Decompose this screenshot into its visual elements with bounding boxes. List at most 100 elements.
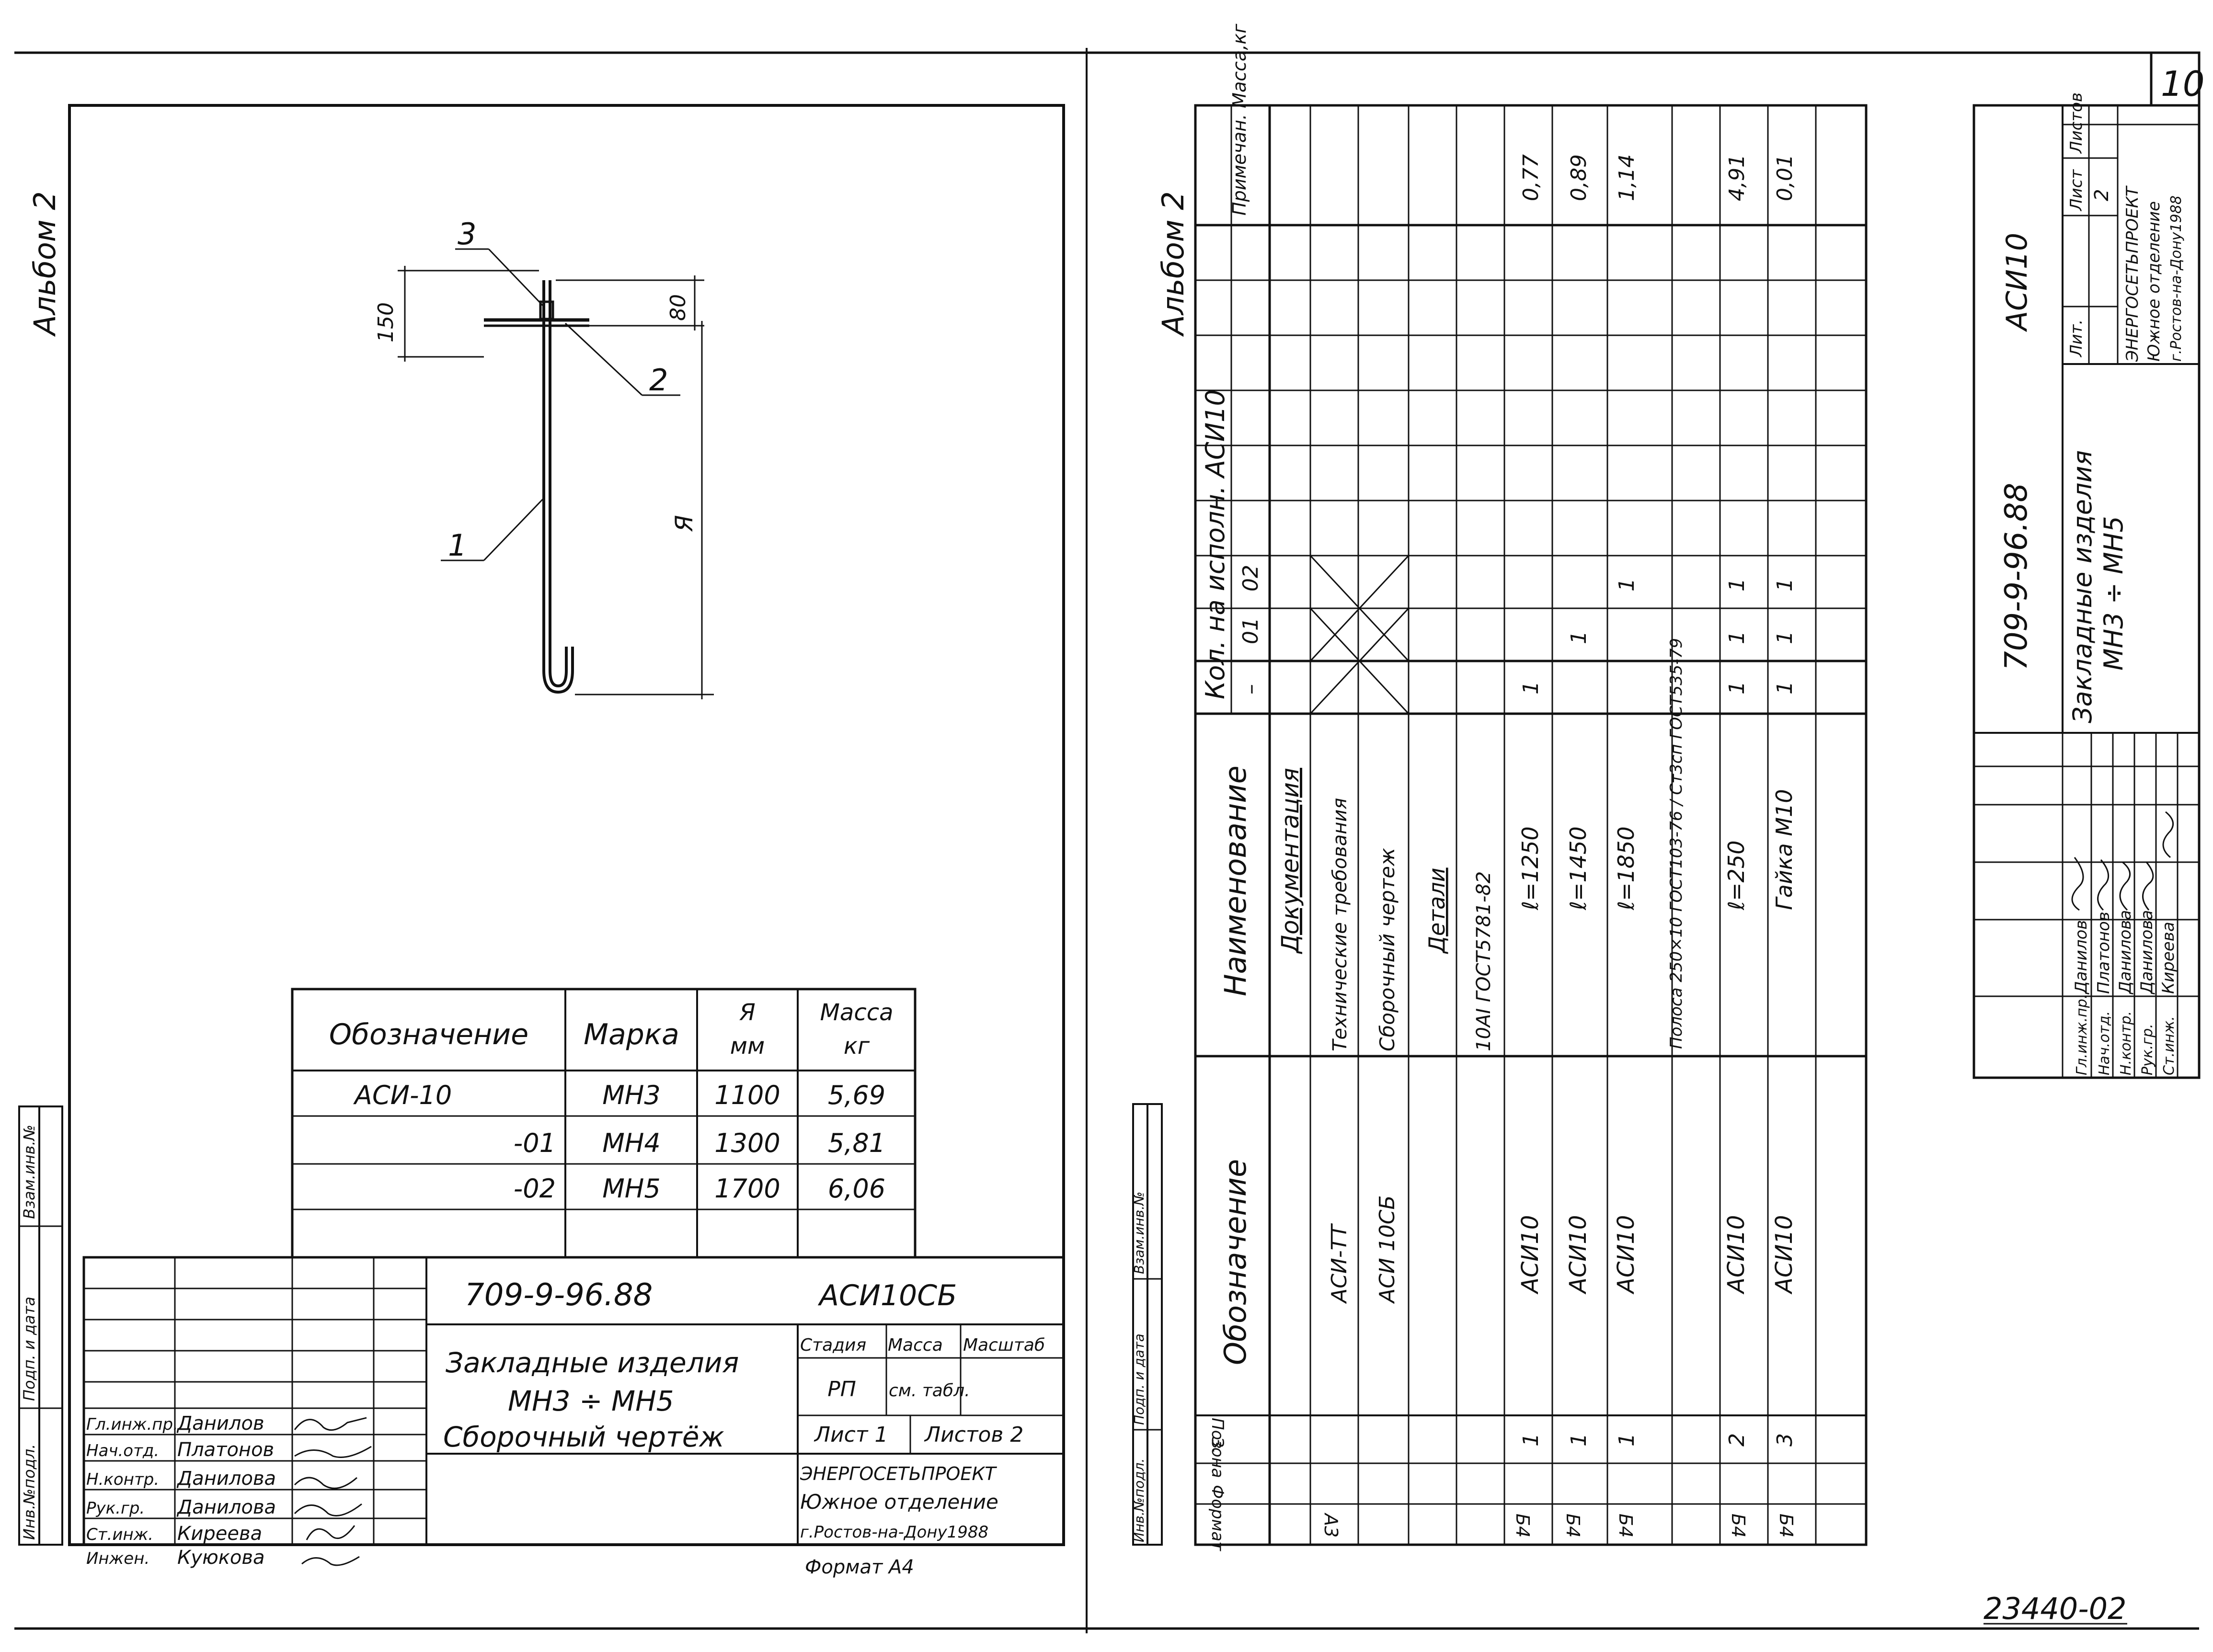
left-side-label-inv: Инв.№подл.	[20, 1444, 38, 1540]
left-title-block: Гл.инж.пр. Данилов Нач.отд. Платонов Н.к…	[82, 1256, 1065, 1569]
spec-row-10-q0: 1	[1773, 681, 1797, 695]
variant-row-1-mark: МН4	[602, 1128, 661, 1158]
dimension-80: 80	[666, 294, 690, 321]
signature-mark	[294, 1503, 362, 1516]
variant-row-0-mass: 5,69	[828, 1080, 885, 1110]
right-people-4-role: Ст.инж.	[2161, 1016, 2178, 1075]
col-header-pos: Поз.	[1208, 1418, 1227, 1454]
col-header-qty-0: –	[1238, 684, 1263, 695]
spec-row-10-mass: 0,01	[1773, 154, 1797, 201]
left-sheet: Альбом 2 Инв.№подл. Подп. и дата Взам.ин…	[18, 104, 1065, 1578]
spec-row-9-q1: 1	[1725, 631, 1749, 644]
spec-row-6-format: Б4	[1562, 1514, 1583, 1538]
right-people-3-name: Данилова	[2137, 910, 2156, 995]
variant-header-mark: Марка	[584, 1018, 679, 1051]
right-people-3-role: Рук.гр.	[2139, 1024, 2156, 1075]
right-title-block: Гл.инж.пр. Данилов Нач.отд. Платонов Н.к…	[1972, 92, 2201, 1079]
left-people-2-name: Данилова	[176, 1468, 276, 1490]
variant-row-2-a: 1700	[714, 1173, 780, 1204]
variant-header-kg: кг	[844, 1033, 870, 1060]
spec-row-0-format: А3	[1320, 1512, 1342, 1538]
left-org-line-3: г.Ростов-на-Дону1988	[800, 1523, 988, 1542]
right-people-2-name: Данилова	[2116, 910, 2135, 995]
spec-row-9-designation: АСИ10	[1723, 1215, 1750, 1295]
left-people-0-name: Данилов	[176, 1413, 264, 1435]
col-header-note: Примечан. Масса,кг	[1229, 23, 1250, 216]
spec-row-6-name: ℓ=1450	[1565, 826, 1591, 911]
right-side-label-repl: Взам.инв.№	[1131, 1192, 1147, 1274]
signature-mark	[2142, 862, 2154, 911]
spec-row-9-format: Б4	[1728, 1514, 1749, 1538]
left-people-3-role: Рук.гр.	[86, 1499, 145, 1518]
col-header-qty-1: 01	[1238, 617, 1263, 644]
spec-row-2-name: Сборочный чертеж	[1376, 848, 1399, 1051]
part-drawing: 3 2 1 150 80 Я	[374, 216, 714, 699]
spec-row-5-format: Б4	[1512, 1514, 1533, 1538]
spec-row-7-name: ℓ=1850	[1613, 826, 1639, 911]
leader-label-2: 2	[649, 363, 668, 398]
spec-row-10-name: Гайка М10	[1771, 789, 1797, 910]
spec-row-9-q2: 1	[1725, 578, 1749, 592]
spec-row-1-designation: АСИ-ТТ	[1327, 1223, 1352, 1304]
col-header-name: Наименование	[1218, 765, 1253, 996]
left-mark: АСИ10СБ	[817, 1279, 957, 1312]
left-doc-code: 709-9-96.88	[465, 1277, 653, 1313]
spec-row-9-name: ℓ=250	[1723, 841, 1749, 911]
left-people-5-role: Инжен.	[86, 1549, 149, 1568]
left-people-4-name: Киреева	[177, 1523, 262, 1545]
variant-row-0-designation: АСИ-10	[353, 1080, 452, 1110]
right-people-0-name: Данилов	[2072, 920, 2091, 995]
spec-row-2-designation: АСИ 10СБ	[1375, 1195, 1399, 1304]
left-album-label: Альбом 2	[27, 191, 62, 337]
variant-header-mass: Масса	[820, 999, 893, 1026]
col-header-zone: Зона	[1208, 1437, 1227, 1478]
left-org-line-1: ЭНЕРГОСЕТЬПРОЕКТ	[800, 1463, 997, 1484]
signature-mark	[294, 1477, 357, 1489]
leader-2	[564, 322, 643, 396]
left-format-label: Формат А4	[805, 1556, 914, 1578]
crossed-cells	[1309, 555, 1410, 715]
right-side-label-sign: Подп. и дата	[1131, 1333, 1147, 1425]
variant-row-2-designation: -02	[514, 1173, 556, 1204]
spec-row-10-pos: 3	[1773, 1433, 1797, 1447]
spec-row-4-name: 10АI ГОСТ5781-82	[1473, 871, 1495, 1051]
left-people-2-role: Н.контр.	[86, 1470, 159, 1489]
col-header-designation: Обозначение	[1218, 1159, 1253, 1365]
right-side-label-inv: Инв.№подл.	[1131, 1458, 1147, 1542]
spec-row-10-q1: 1	[1773, 631, 1797, 644]
left-people-1-role: Нач.отд.	[86, 1441, 159, 1460]
right-lit-label: Лит.	[2067, 319, 2086, 358]
col-header-qty: Кол. на исполн. АСИ10	[1200, 389, 1230, 699]
right-mark: АСИ10	[2000, 233, 2034, 332]
spec-row-6-mass: 0,89	[1567, 154, 1591, 201]
spec-row-0-name: Документация	[1276, 768, 1304, 954]
specification-table: Формат Зона Поз. Обозначение Наименовани…	[1194, 23, 1868, 1551]
left-mass-value: см. табл.	[889, 1381, 970, 1401]
right-people-1-role: Нач.отд.	[2096, 1011, 2113, 1075]
left-side-label-sign: Подп. и дата	[20, 1297, 38, 1401]
nut-detail-3	[539, 300, 554, 320]
spec-row-7-mass: 1,14	[1615, 154, 1639, 201]
spec-row-7-designation: АСИ10	[1613, 1215, 1640, 1295]
spec-row-5-pos: 1	[1519, 1433, 1543, 1447]
variant-header-a: Я	[739, 999, 755, 1026]
spec-row-1-name: Технические требования	[1329, 798, 1351, 1051]
variant-row-2-mark: МН5	[602, 1173, 661, 1204]
signature-mark	[2119, 861, 2131, 911]
signature-mark	[2097, 859, 2110, 911]
spec-row-8-name: Полоса 250×10 ГОСТ103-76 / Ст3сп ГОСТ535…	[1667, 638, 1686, 1049]
spec-row-5-name: ℓ=1250	[1517, 826, 1543, 911]
variant-header-designation: Обозначение	[329, 1018, 528, 1051]
right-sheet: Альбом 2 10 Инв.№подл. Подп. и дата Взам…	[1131, 23, 2205, 1626]
right-title-line-2: МН3 ÷ МН5	[2098, 516, 2129, 671]
variant-row-0-a: 1100	[714, 1080, 780, 1110]
spec-row-10-designation: АСИ10	[1771, 1215, 1798, 1295]
variant-row-0-mark: МН3	[602, 1080, 661, 1110]
dimension-a: Я	[670, 515, 698, 532]
right-binding-strip: Инв.№подл. Подп. и дата Взам.инв.№	[1131, 1103, 1163, 1546]
left-people-1-name: Платонов	[177, 1439, 274, 1461]
spec-row-9-q0: 1	[1725, 681, 1749, 695]
leader-label-3: 3	[458, 216, 476, 251]
